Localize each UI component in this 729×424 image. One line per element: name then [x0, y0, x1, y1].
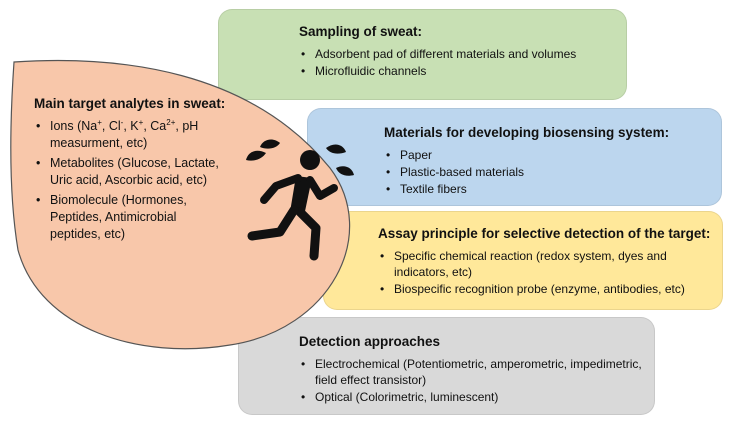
running-person-sweating-icon — [238, 138, 358, 268]
analytes-list: Ions (Na+, Cl-, K+, Ca2+, pH measurment,… — [34, 118, 264, 243]
list-item: Metabolites (Glucose, Lactate, Uric acid… — [34, 155, 240, 189]
list-item: Optical (Colorimetric, luminescent) — [299, 389, 654, 405]
materials-box: Materials for developing biosensing syst… — [307, 108, 722, 206]
sampling-list: Adsorbent pad of different materials and… — [299, 46, 626, 79]
list-item: Specific chemical reaction (redox system… — [378, 248, 722, 280]
assay-box: Assay principle for selective detection … — [323, 211, 723, 310]
assay-title: Assay principle for selective detection … — [378, 226, 711, 241]
list-item: Plastic-based materials — [384, 164, 721, 180]
list-item: Adsorbent pad of different materials and… — [299, 46, 626, 62]
sampling-box: Sampling of sweat: Adsorbent pad of diff… — [218, 9, 627, 100]
list-item: Ions (Na+, Cl-, K+, Ca2+, pH measurment,… — [34, 118, 250, 152]
list-item: Electrochemical (Potentiometric, amperom… — [299, 356, 654, 388]
assay-list: Specific chemical reaction (redox system… — [378, 248, 722, 297]
materials-title: Materials for developing biosensing syst… — [384, 125, 670, 140]
detection-list: Electrochemical (Potentiometric, amperom… — [299, 356, 654, 405]
analytes-title: Main target analytes in sweat: — [34, 96, 226, 111]
sampling-title: Sampling of sweat: — [299, 24, 423, 39]
materials-list: Paper Plastic-based materials Textile fi… — [384, 147, 721, 197]
detection-title: Detection approaches — [299, 334, 441, 349]
list-item: Biospecific recognition probe (enzyme, a… — [378, 281, 722, 297]
list-item: Microfluidic channels — [299, 63, 626, 79]
analytes-panel: Main target analytes in sweat: Ions (Na+… — [34, 96, 264, 246]
list-item: Biomolecule (Hormones, Peptides, Antimic… — [34, 192, 230, 243]
list-item: Textile fibers — [384, 181, 721, 197]
runner-svg — [246, 139, 354, 261]
detection-box: Detection approaches Electrochemical (Po… — [238, 317, 655, 415]
list-item: Paper — [384, 147, 721, 163]
